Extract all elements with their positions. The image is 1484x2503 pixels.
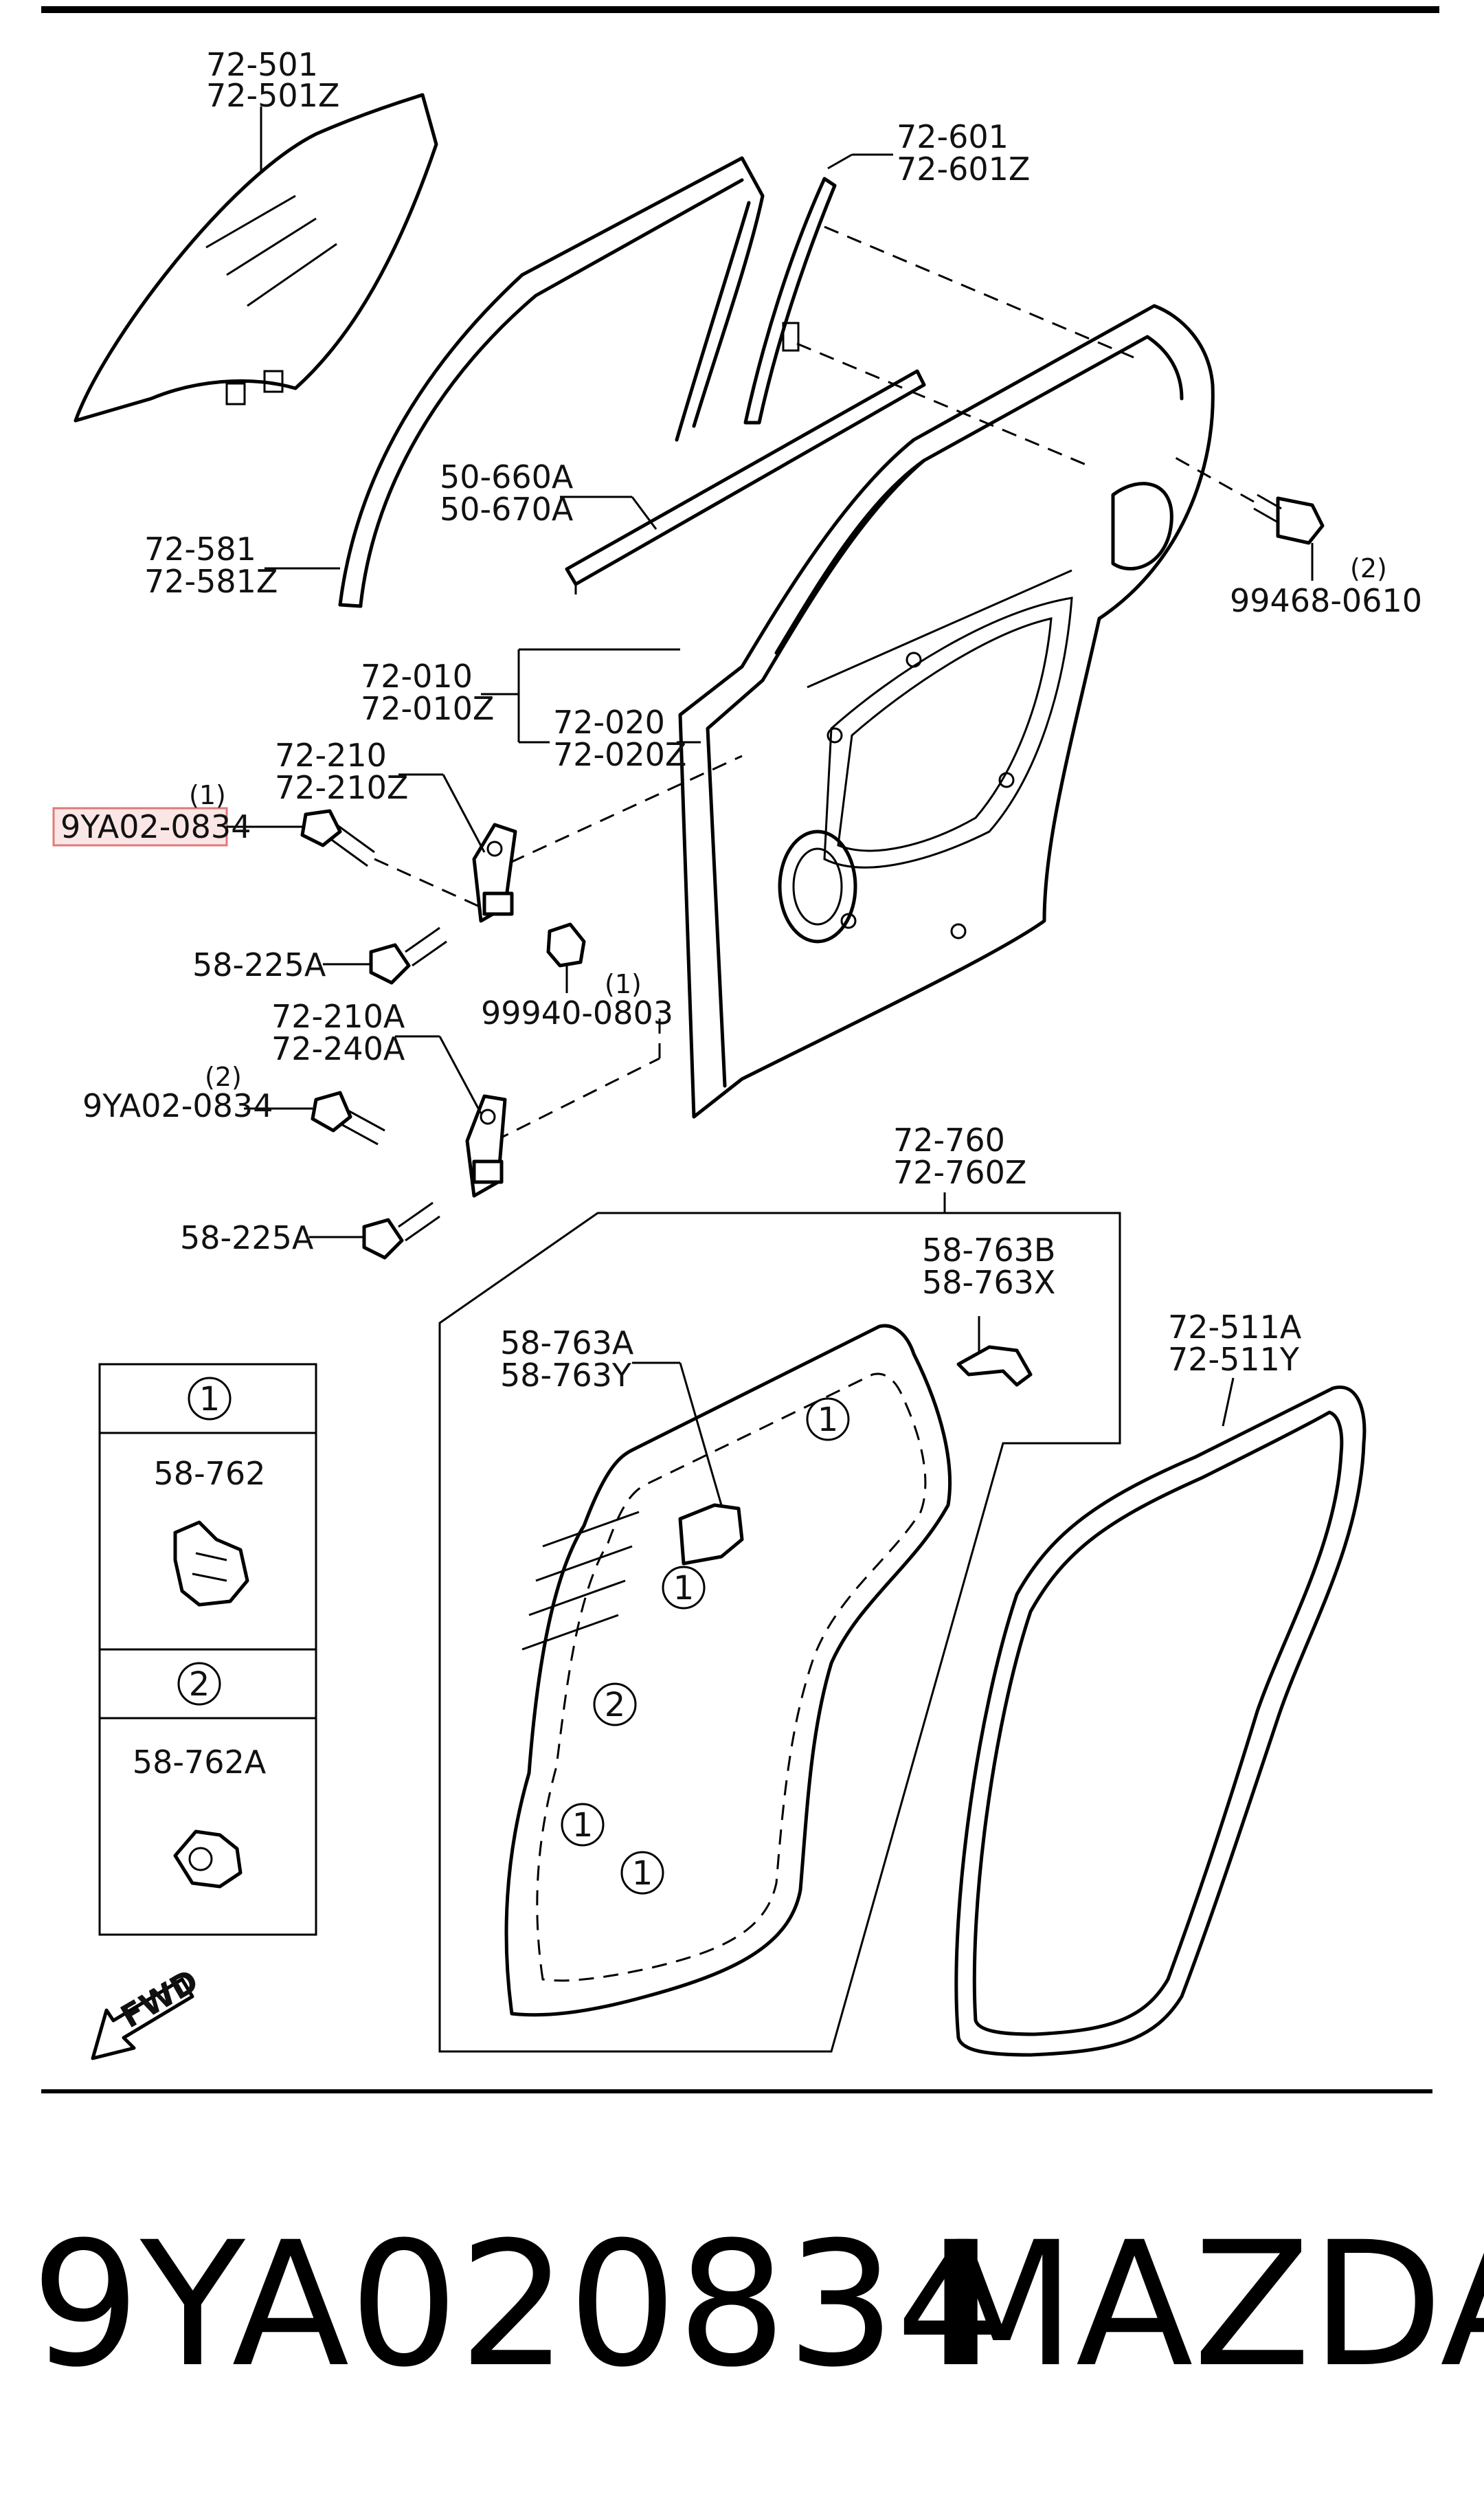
label-72-601: 72-601 (897, 118, 1009, 155)
film-marker-1c: 1 (561, 1803, 605, 1847)
label-9ya02-0834-highlighted: 9YA02-0834 (60, 808, 251, 845)
lower-hinge (465, 1094, 507, 1198)
svg-text:1: 1 (673, 1569, 695, 1608)
bolt-58-225a-lower (362, 1201, 440, 1260)
svg-text:2: 2 (189, 1665, 210, 1704)
bolt-99468 (1253, 493, 1325, 545)
door-shell (678, 304, 1215, 1119)
label-58-763y: 58-763Y (500, 1357, 632, 1394)
clip-58-763b (956, 1345, 1033, 1387)
label-72-760: 72-760 (893, 1122, 1005, 1159)
footer-brand: MAZDA (928, 2205, 1484, 2405)
svg-text:1: 1 (199, 1380, 221, 1419)
belt-weatherstrip (565, 369, 926, 594)
label-72-581z: 72-581Z (144, 563, 278, 600)
upper-hinge (472, 823, 517, 923)
film-marker-1d: 1 (620, 1851, 664, 1895)
svg-text:2: 2 (605, 1686, 626, 1724)
label-72-511a: 72-511A (1168, 1309, 1302, 1346)
qty-99468: (2) (1350, 553, 1387, 583)
legend-marker-1: 1 (188, 1377, 232, 1421)
rear-channel (743, 177, 837, 425)
svg-text:1: 1 (572, 1806, 594, 1845)
label-58-763a: 58-763A (500, 1324, 634, 1361)
legend-part-58-762a: 58-762A (133, 1744, 267, 1781)
label-72-240a: 72-240A (271, 1030, 405, 1067)
label-72-010z: 72-010Z (361, 690, 494, 727)
label-72-010: 72-010 (361, 658, 473, 695)
label-72-601z: 72-601Z (897, 151, 1030, 188)
nut-99940 (546, 922, 586, 968)
label-72-581: 72-581 (144, 531, 256, 568)
label-99940-0803: 99940-0803 (481, 994, 673, 1032)
label-99468-0610: 99468-0610 (1230, 582, 1422, 619)
label-50-660a: 50-660A (440, 458, 574, 496)
highlight-box (52, 807, 228, 847)
svg-text:1: 1 (632, 1854, 653, 1893)
bolt-58-225a-upper (369, 926, 447, 985)
svg-text:FWD: FWD (115, 1962, 205, 2036)
label-58-225a-lower: 58-225A (180, 1219, 314, 1256)
qty-9ya02-lower: (2) (205, 1062, 242, 1092)
fwd-arrow-icon: FWD (91, 1962, 205, 2060)
label-72-020z: 72-020Z (553, 736, 686, 773)
qty-99940: (1) (605, 969, 642, 999)
door-seal (954, 1386, 1367, 2057)
label-72-760z: 72-760Z (893, 1154, 1026, 1191)
legend-box (98, 1363, 317, 1936)
legend-part-58-762: 58-762 (154, 1455, 266, 1492)
film-marker-1b: 1 (662, 1566, 706, 1610)
qty-9ya02-upper: (1) (189, 780, 226, 810)
bolt-9ya02-lower (311, 1091, 385, 1146)
legend-marker-2: 2 (177, 1662, 221, 1706)
label-58-763b: 58-763B (922, 1232, 1056, 1269)
label-72-210: 72-210 (275, 737, 387, 774)
label-72-020: 72-020 (553, 704, 665, 741)
label-58-763x: 58-763X (922, 1264, 1055, 1301)
svg-text:1: 1 (818, 1401, 839, 1439)
clip-58-762-icon (173, 1520, 249, 1607)
footer-part-number: 9YA020834 (31, 2205, 1005, 2405)
film-marker-1a: 1 (806, 1397, 850, 1441)
label-50-670a: 50-670A (440, 491, 574, 528)
label-72-501z: 72-501Z (206, 77, 339, 114)
clip-58-762a-icon (173, 1829, 243, 1889)
label-72-210a: 72-210A (271, 998, 405, 1035)
label-72-210z: 72-210Z (275, 769, 408, 806)
label-72-501: 72-501 (206, 46, 318, 83)
glass-run (338, 156, 765, 608)
bolt-9ya02-upper (300, 809, 375, 867)
door-glass (74, 93, 438, 423)
film-marker-2: 2 (593, 1682, 637, 1726)
label-9ya02-0834-lower: 9YA02-0834 (82, 1087, 273, 1124)
label-58-225a-upper: 58-225A (192, 946, 326, 983)
label-72-511y: 72-511Y (1168, 1341, 1300, 1378)
watershield-film (504, 1324, 952, 2017)
